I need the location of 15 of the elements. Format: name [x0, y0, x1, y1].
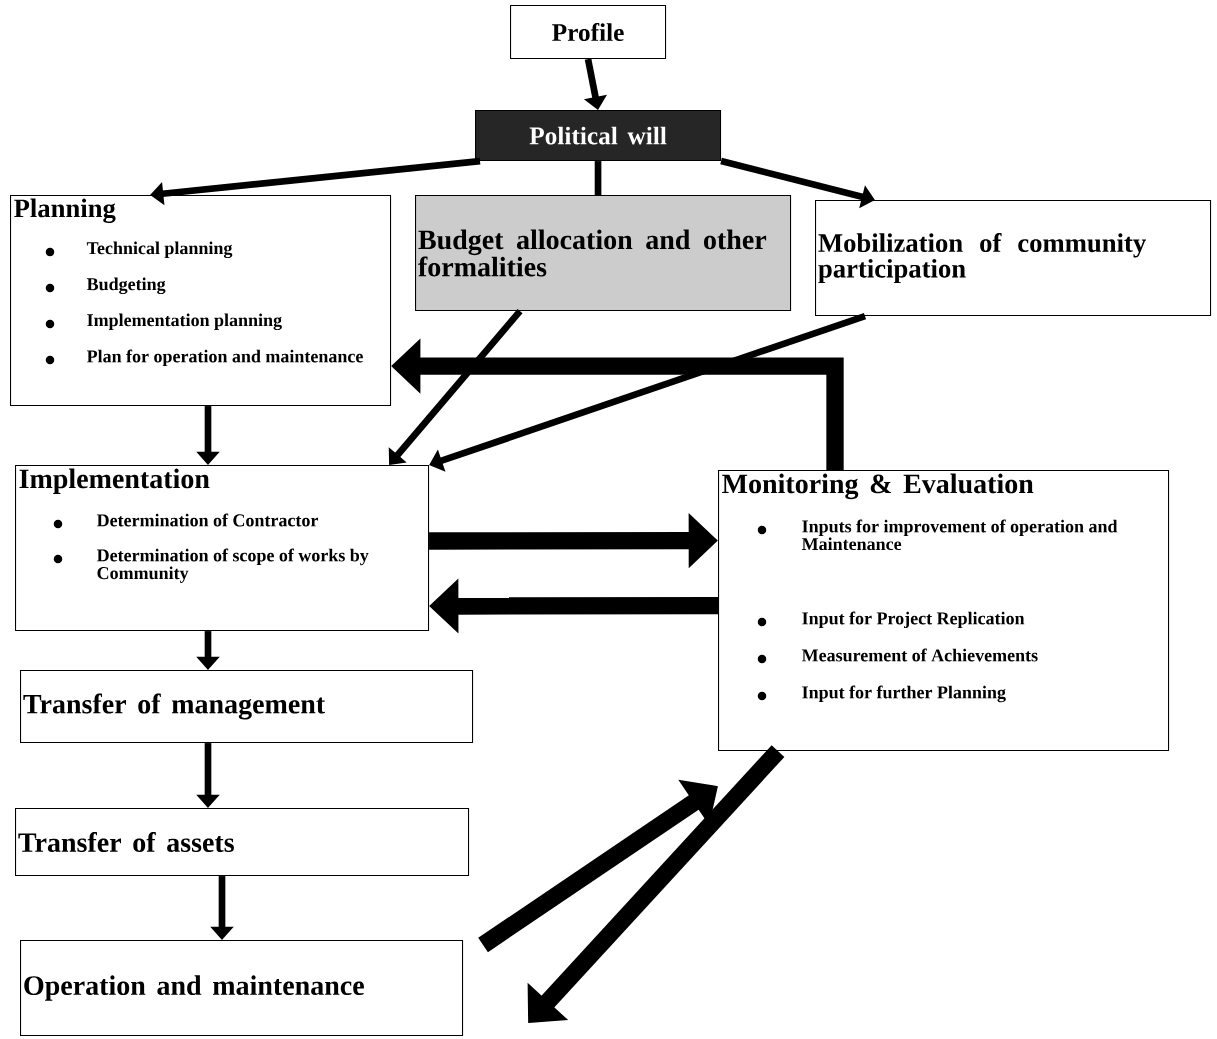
arrow [478, 779, 718, 953]
arrow [429, 312, 867, 472]
process-box: Planning Technical planning Budgeting Implementation planning Plan for operation and maintenance [10, 195, 392, 407]
process-box: Transfer of management [20, 670, 474, 744]
process-box: Profile [510, 5, 667, 60]
arrow [388, 308, 523, 465]
process-box: Monitoring & Evaluation Inputs for improvement of operation and Maintenance Input for Project Replication Measurement of Achievements Input for further Planning [718, 470, 1170, 752]
process-box: Budget allocation and other formalities [415, 195, 792, 312]
process-box: Transfer of assets [15, 808, 470, 877]
process-box: Operation and maintenance [20, 940, 464, 1037]
process-box: Mobilization of community participation [815, 200, 1212, 317]
arrow [527, 745, 785, 1023]
process-box: Implementation Determination of Contractor Determination of scope of works by Community [15, 465, 430, 632]
arrow [150, 157, 481, 206]
process-box: Political will [475, 110, 722, 162]
